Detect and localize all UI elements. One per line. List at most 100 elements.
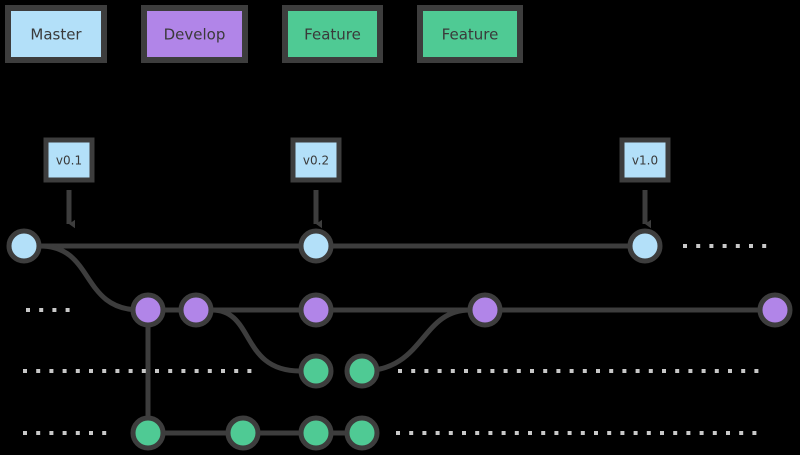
- dot: [89, 431, 93, 435]
- dot: [660, 431, 664, 435]
- edge-branch-master-to-develop: [37, 243, 143, 313]
- version-tag-v0.1[interactable]: v0.1: [43, 137, 95, 229]
- commit-node-fa1[interactable]: [298, 353, 334, 389]
- dot: [735, 244, 740, 248]
- dotted-feature-a-right-dots: [398, 369, 759, 373]
- commit-node-d1[interactable]: [130, 292, 166, 328]
- dot: [686, 431, 691, 435]
- dot: [168, 369, 173, 373]
- legend-item-feature-3[interactable]: Feature: [417, 5, 523, 63]
- dot: [462, 431, 466, 435]
- dotted-develop-left-dots: [26, 308, 70, 312]
- dot: [411, 369, 416, 373]
- dot: [422, 431, 427, 435]
- version-tag-v1.0[interactable]: v1.0: [619, 137, 671, 229]
- dot: [194, 369, 199, 373]
- commit-node-fb1[interactable]: [130, 415, 166, 451]
- dot: [569, 369, 574, 373]
- dot: [207, 369, 212, 373]
- legend-swatch[interactable]: [5, 5, 107, 63]
- dot: [528, 431, 532, 435]
- legend-swatch[interactable]: [141, 5, 248, 63]
- version-tag-box[interactable]: [290, 137, 342, 183]
- edge-branch-develop-to-feature-a: [209, 307, 303, 374]
- dot: [554, 431, 559, 435]
- dotted-master-right-dots: [683, 244, 767, 248]
- dot: [739, 431, 744, 435]
- dot: [65, 308, 70, 312]
- version-tags-layer: v0.1 v0.2 v1.0: [43, 137, 671, 229]
- dot: [128, 369, 133, 373]
- dot: [75, 431, 80, 435]
- commit-node-fa2[interactable]: [344, 353, 380, 389]
- dot: [673, 431, 678, 435]
- dotted-feature-b-right-dots: [396, 431, 757, 435]
- dot: [26, 308, 30, 312]
- commit-node-m2[interactable]: [298, 228, 334, 264]
- commit-node-d4[interactable]: [467, 292, 503, 328]
- dot: [115, 369, 120, 373]
- dot: [62, 431, 67, 435]
- dot: [752, 431, 757, 435]
- legend-swatch[interactable]: [417, 5, 523, 63]
- dotted-feature-a-left-dots: [23, 369, 252, 373]
- dot: [409, 431, 414, 435]
- dot: [448, 431, 453, 435]
- commit-node-fb2[interactable]: [225, 415, 261, 451]
- dot: [714, 369, 719, 373]
- commit-node-m1[interactable]: [6, 228, 42, 264]
- legend-item-master-0[interactable]: Master: [5, 5, 107, 63]
- dot: [646, 431, 651, 435]
- legend-item-develop-1[interactable]: Develop: [141, 5, 248, 63]
- commit-node-fb4[interactable]: [344, 415, 380, 451]
- dot: [23, 431, 27, 435]
- dot: [247, 369, 252, 373]
- dot: [675, 369, 680, 373]
- dot: [754, 369, 759, 373]
- dot: [488, 431, 493, 435]
- dot: [594, 431, 598, 435]
- dot: [23, 369, 27, 373]
- dot: [567, 431, 572, 435]
- dot: [582, 369, 587, 373]
- dot: [701, 369, 706, 373]
- version-tag-box[interactable]: [619, 137, 671, 183]
- legend-swatch[interactable]: [282, 5, 383, 63]
- dot: [501, 431, 506, 435]
- commit-node-fb3[interactable]: [298, 415, 334, 451]
- legend-item-feature-2[interactable]: Feature: [282, 5, 383, 63]
- dot: [722, 244, 727, 248]
- edge-merge-feature-a-to-develop: [359, 307, 473, 374]
- edges-layer: [21, 243, 778, 436]
- dot: [102, 431, 107, 435]
- dot: [49, 431, 54, 435]
- dot: [607, 431, 612, 435]
- dot: [516, 369, 521, 373]
- version-tag-box[interactable]: [43, 137, 95, 183]
- commit-node-d5[interactable]: [757, 292, 793, 328]
- dot: [662, 369, 666, 373]
- version-tag-v0.2[interactable]: v0.2: [290, 137, 342, 229]
- dot: [556, 369, 561, 373]
- dot: [39, 308, 44, 312]
- legend-layer: Master Develop Feature Feature: [5, 5, 523, 63]
- dot: [464, 369, 468, 373]
- dot: [396, 431, 400, 435]
- commit-node-d3[interactable]: [298, 292, 334, 328]
- dot: [543, 369, 548, 373]
- dot: [477, 369, 482, 373]
- dot: [52, 308, 57, 312]
- commit-node-d2[interactable]: [178, 292, 214, 328]
- dot: [620, 431, 625, 435]
- dot: [62, 369, 67, 373]
- dot: [762, 244, 767, 248]
- commit-node-m3[interactable]: [627, 228, 663, 264]
- dot: [749, 244, 753, 248]
- dot: [36, 369, 41, 373]
- dot: [699, 431, 704, 435]
- dot: [726, 431, 730, 435]
- dot: [683, 244, 687, 248]
- dot: [633, 431, 638, 435]
